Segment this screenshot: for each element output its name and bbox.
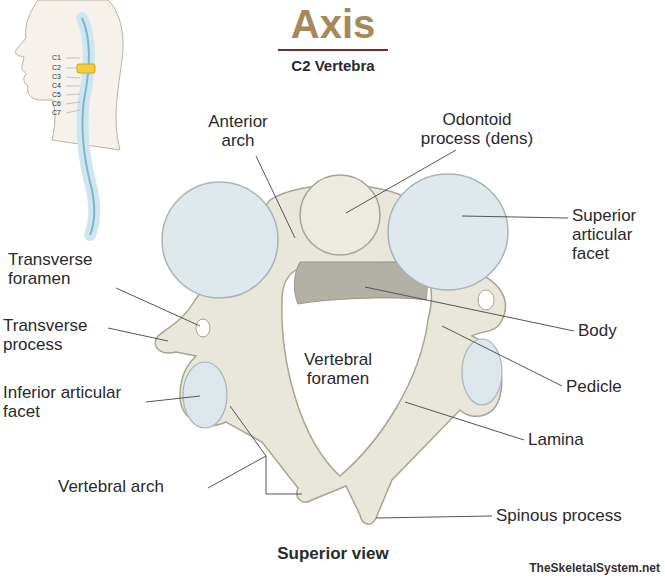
part-label: Body bbox=[578, 321, 638, 340]
part-label: Superior articular facet bbox=[572, 206, 662, 263]
title-underline bbox=[278, 49, 388, 51]
line-shape bbox=[116, 288, 200, 326]
polyline-shape bbox=[208, 406, 266, 488]
path-shape bbox=[82, 18, 94, 235]
line-shape bbox=[462, 216, 568, 218]
vertebra-label: C7 bbox=[52, 109, 66, 117]
line-shape bbox=[405, 402, 524, 440]
path-shape bbox=[82, 18, 94, 235]
g-shape bbox=[66, 58, 80, 113]
line-shape bbox=[66, 110, 80, 113]
part-label: Odontoid process (dens) bbox=[412, 110, 542, 148]
subtitle: C2 Vertebra bbox=[278, 58, 388, 75]
path-shape bbox=[15, 0, 123, 150]
vertebra-label: C6 bbox=[52, 100, 66, 108]
ellipse-shape bbox=[462, 339, 502, 405]
line-shape bbox=[66, 102, 80, 104]
path-shape bbox=[282, 262, 432, 476]
line-shape bbox=[256, 156, 295, 238]
line-shape bbox=[365, 287, 574, 331]
vertebra-label: C5 bbox=[52, 91, 66, 99]
line-shape bbox=[66, 94, 80, 95]
axis-bone bbox=[155, 174, 508, 524]
line-shape bbox=[66, 86, 80, 87]
line-shape bbox=[346, 150, 456, 213]
caption: Superior view bbox=[213, 544, 453, 563]
part-label: Vertebral arch bbox=[58, 477, 208, 496]
ellipse-shape bbox=[183, 362, 227, 428]
part-label: Pedicle bbox=[566, 377, 646, 396]
part-label: Transverse process bbox=[3, 316, 111, 354]
line-shape bbox=[442, 326, 562, 386]
rect-shape bbox=[77, 64, 95, 73]
part-label: Lamina bbox=[528, 430, 608, 449]
vertebra-label: C3 bbox=[52, 73, 66, 81]
line-shape bbox=[66, 58, 80, 59]
ellipse-shape bbox=[162, 182, 278, 298]
vertebra-label: C1 bbox=[52, 54, 66, 62]
inset-figure bbox=[15, 0, 123, 235]
polyline-shape bbox=[266, 456, 302, 494]
line-shape bbox=[376, 516, 492, 518]
watermark: TheSkeletalSystem.net bbox=[500, 562, 660, 575]
part-label: Transverse foramen bbox=[8, 250, 118, 288]
ellipse-shape bbox=[196, 319, 210, 337]
part-label: Spinous process bbox=[496, 506, 661, 525]
part-label: Inferior articular facet bbox=[3, 383, 131, 421]
line-shape bbox=[66, 77, 80, 78]
ellipse-shape bbox=[388, 174, 508, 290]
circle-shape bbox=[300, 175, 380, 255]
title: Axis bbox=[233, 2, 433, 47]
ellipse-shape bbox=[478, 290, 494, 310]
part-label: Vertebral foramen bbox=[283, 350, 393, 388]
leader-lines bbox=[108, 150, 574, 518]
line-shape bbox=[146, 396, 200, 402]
line-shape bbox=[108, 328, 168, 341]
vertebra-label: C2 bbox=[52, 64, 66, 72]
vertebra-label: C4 bbox=[52, 82, 66, 90]
line-shape bbox=[66, 68, 77, 69]
part-label: Anterior arch bbox=[196, 112, 280, 150]
